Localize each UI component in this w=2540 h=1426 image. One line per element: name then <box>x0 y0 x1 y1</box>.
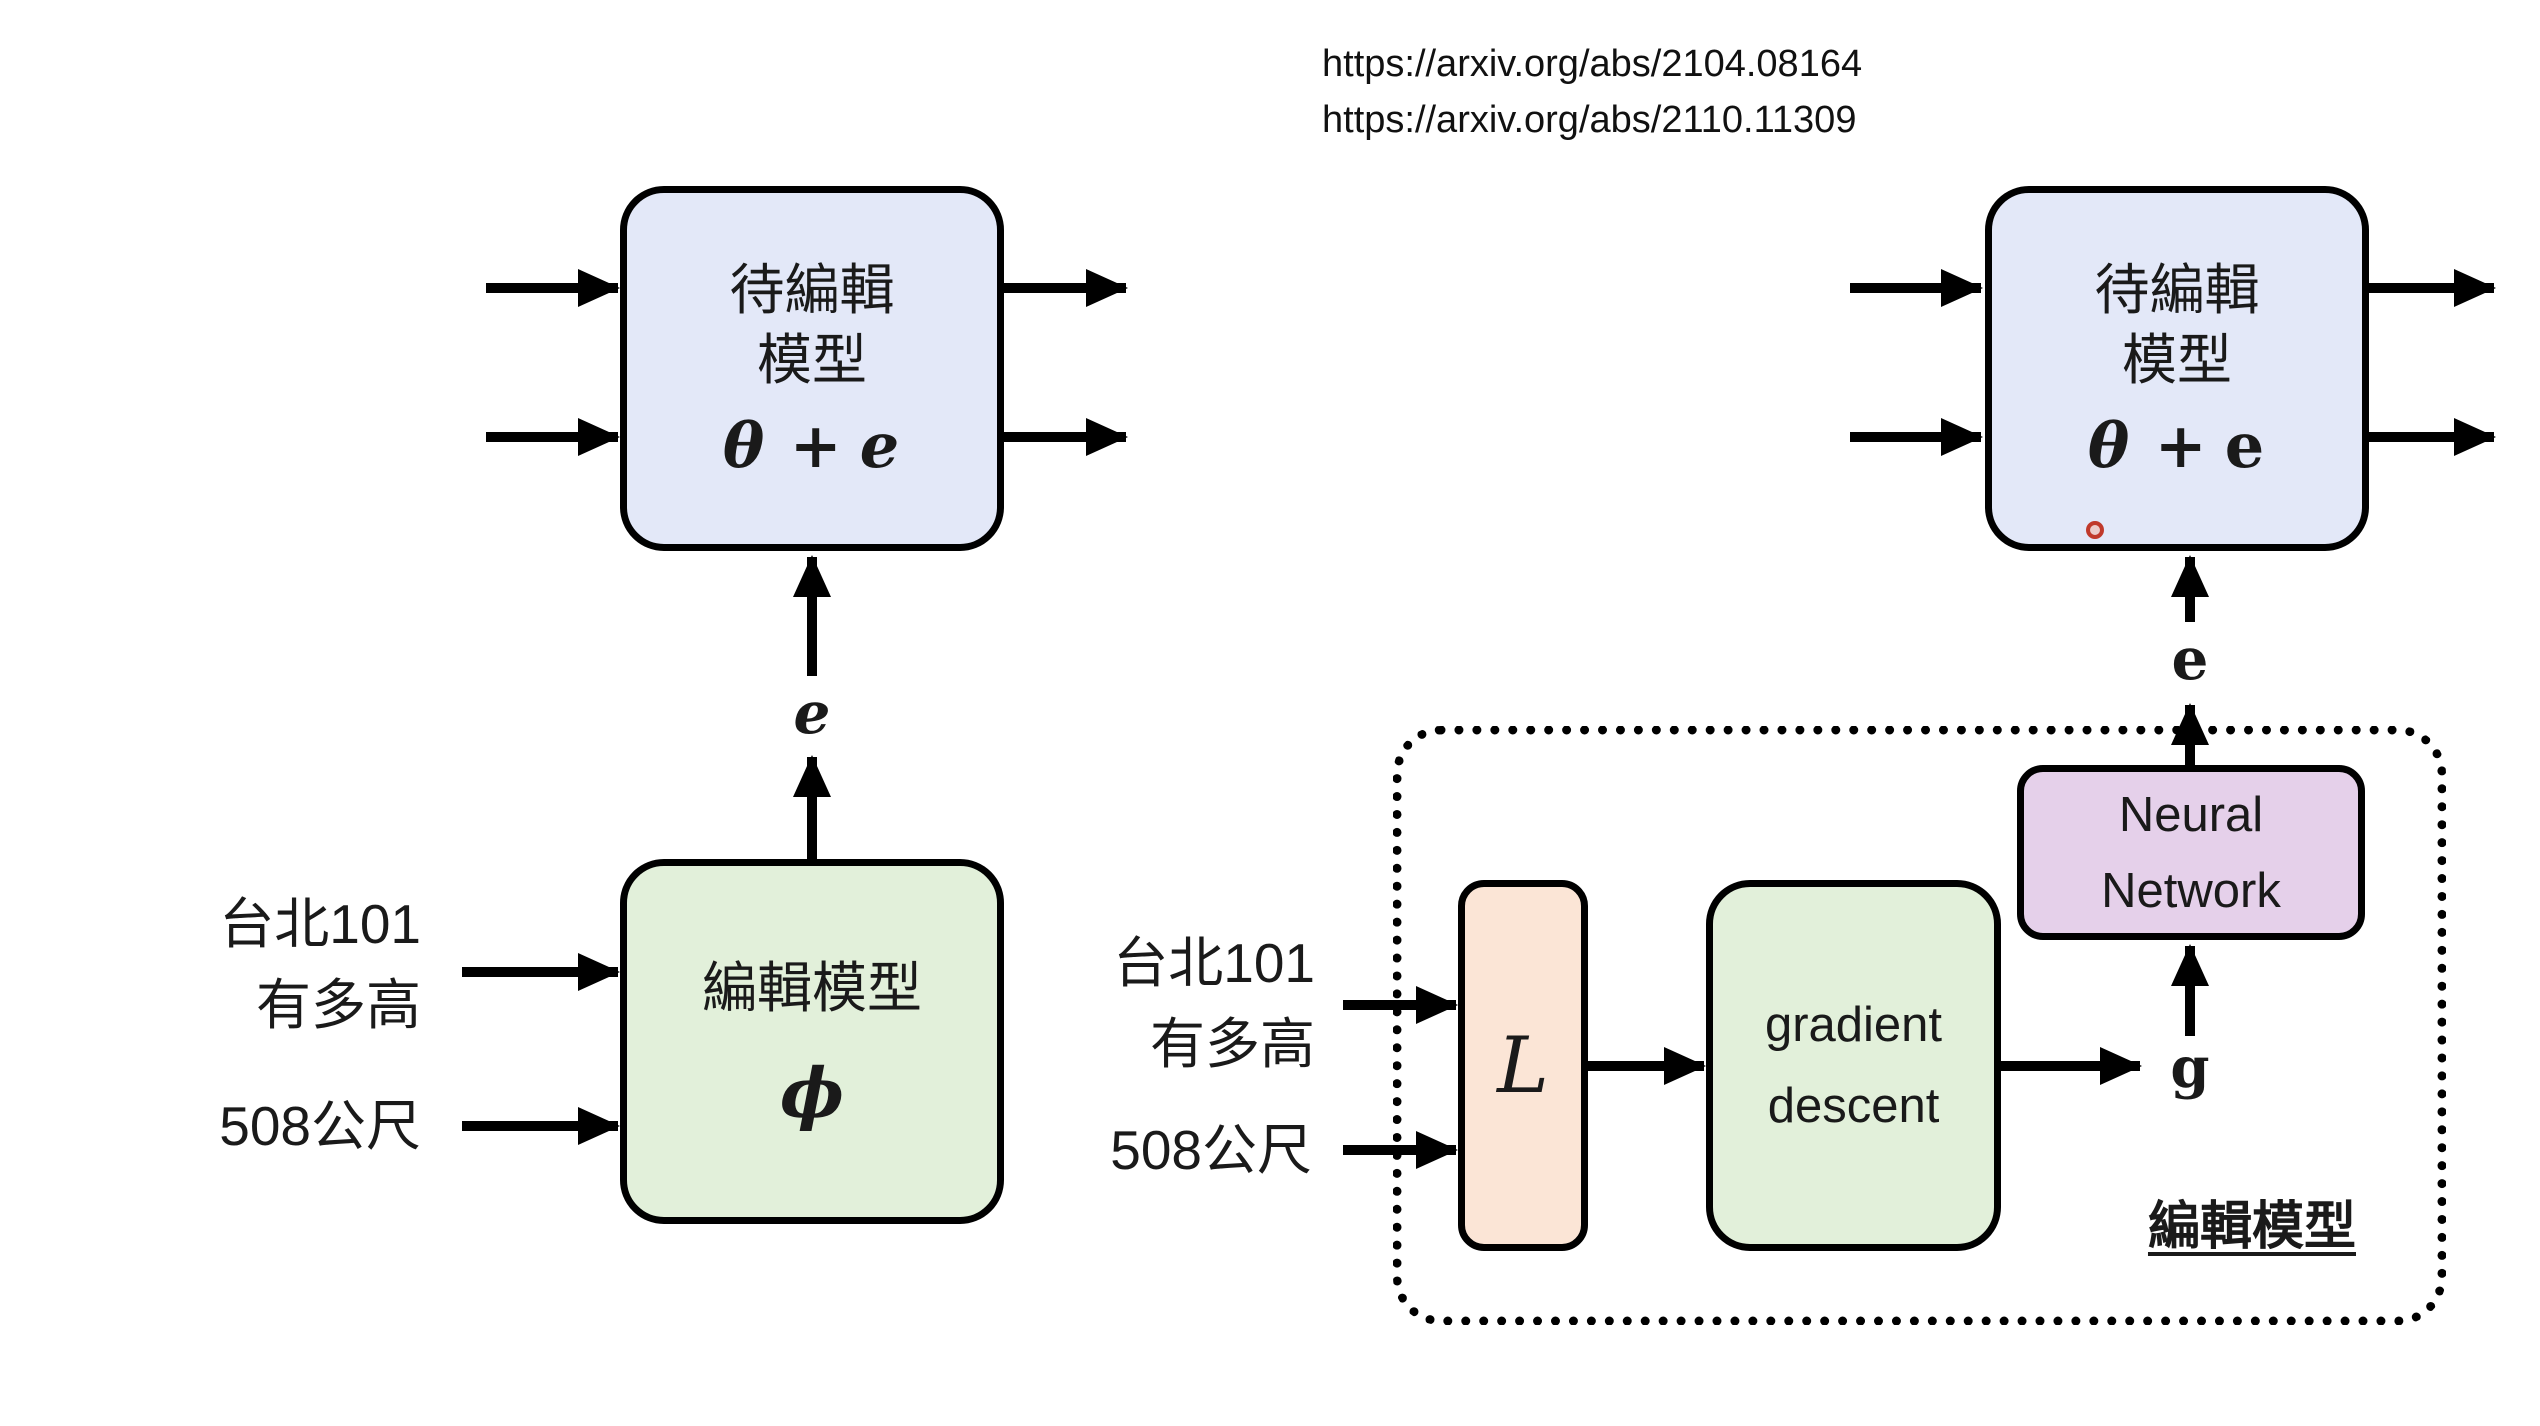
arxiv-link-2: https://arxiv.org/abs/2110.11309 <box>1322 99 1857 141</box>
left-edited-model-title-line2: 模型 <box>756 328 867 391</box>
neural-network-box: Neural Network <box>2017 765 2365 940</box>
arxiv-link-1: https://arxiv.org/abs/2104.08164 <box>1322 43 1863 85</box>
e-symbol: e <box>2224 408 2267 482</box>
right-edited-model-box: 待編輯 模型 θ +e <box>1985 186 2369 551</box>
right-question-line2: 有多高 <box>1149 1013 1315 1075</box>
e-symbol: e <box>859 408 902 482</box>
right-edited-model-params: θ +e <box>2088 409 2266 483</box>
editor-module-label: 編輯模型 <box>2147 1198 2356 1256</box>
right-edited-model-title-line2: 模型 <box>2121 328 2232 391</box>
references-block: https://arxiv.org/abs/2104.08164 https:/… <box>1322 36 1862 148</box>
left-e-label: e <box>793 679 831 747</box>
loss-symbol: L <box>1497 1020 1549 1111</box>
gradient-descent-line1: gradient <box>1764 997 1943 1052</box>
g-label: g <box>2170 1035 2210 1101</box>
gradient-descent-line2: descent <box>1767 1078 1940 1133</box>
right-edited-model-title-line1: 待編輯 <box>2094 258 2260 321</box>
left-edited-model-params: θ +e <box>723 409 901 483</box>
left-question-line1: 台北101 <box>219 893 421 955</box>
left-question-label: 台北101 有多高 <box>121 884 421 1046</box>
left-editor-model-label: 編輯模型 <box>701 956 922 1019</box>
theta-plus-symbol: θ + <box>722 408 844 482</box>
right-question-label: 台北101 有多高 <box>1015 923 1315 1085</box>
right-question-line1: 台北101 <box>1113 932 1315 994</box>
loss-box: L <box>1458 880 1588 1251</box>
left-edited-model-title-line1: 待編輯 <box>729 258 895 321</box>
editor-module-container <box>1393 726 2446 1325</box>
right-e-label: e <box>2171 625 2209 693</box>
phi-symbol: ϕ <box>779 1053 844 1134</box>
laser-pointer-dot <box>2086 521 2104 539</box>
neural-network-line2: Network <box>2101 863 2281 918</box>
right-answer-label: 508公尺 <box>1110 1119 1312 1181</box>
left-answer-label: 508公尺 <box>219 1095 421 1157</box>
neural-network-line1: Neural <box>2118 787 2264 842</box>
gradient-descent-box: gradient descent <box>1706 880 2001 1251</box>
theta-plus-symbol: θ + <box>2087 408 2209 482</box>
left-question-line2: 有多高 <box>255 974 421 1036</box>
left-edited-model-box: 待編輯 模型 θ +e <box>620 186 1004 551</box>
left-editor-model-box: 編輯模型 ϕ <box>620 859 1004 1224</box>
